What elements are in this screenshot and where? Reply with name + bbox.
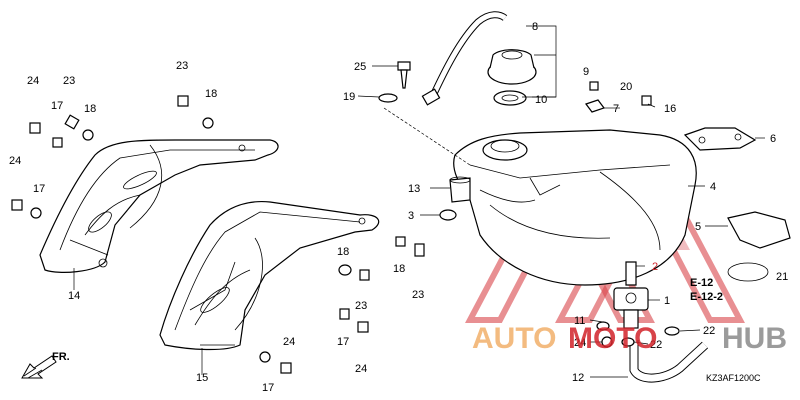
rubber-part-5 bbox=[727, 211, 791, 249]
fuel-tank-part-4 bbox=[453, 129, 697, 286]
label-7: 7 bbox=[613, 103, 619, 115]
label-17-a: 17 bbox=[51, 100, 63, 112]
left-shroud-part-14 bbox=[39, 139, 279, 273]
fuel-cock-part-1 bbox=[613, 287, 649, 329]
leader-lines bbox=[73, 25, 765, 378]
label-19: 19 bbox=[343, 91, 355, 103]
label-17-b: 17 bbox=[33, 183, 45, 195]
label-22-a: 22 bbox=[650, 339, 662, 351]
label-24-b: 24 bbox=[9, 155, 21, 167]
washer-part-19 bbox=[378, 93, 398, 103]
bracket-part-6 bbox=[683, 127, 757, 151]
label-17-c: 17 bbox=[337, 336, 349, 348]
label-4: 4 bbox=[710, 181, 716, 193]
ref-e12: E-12 bbox=[690, 277, 713, 289]
bracket-part-7 bbox=[585, 99, 605, 113]
label-24-a: 24 bbox=[27, 75, 39, 87]
label-12: 12 bbox=[572, 372, 584, 384]
label-8: 8 bbox=[532, 21, 538, 33]
label-23-a: 23 bbox=[63, 75, 75, 87]
watermark-hub: HUB bbox=[722, 322, 787, 355]
label-23-c: 23 bbox=[412, 289, 424, 301]
label-11: 11 bbox=[574, 315, 585, 327]
label-22-b: 22 bbox=[703, 325, 715, 337]
label-23-b: 23 bbox=[176, 60, 188, 72]
label-16: 16 bbox=[664, 103, 676, 115]
label-15: 15 bbox=[196, 372, 208, 384]
bolt-part-20 bbox=[641, 95, 652, 106]
label-14: 14 bbox=[68, 290, 80, 302]
direction-label: FR. bbox=[52, 351, 70, 363]
label-24-c: 24 bbox=[355, 363, 367, 375]
part-labels: 8 10 25 19 9 20 7 16 6 4 5 13 3 2 21 1 1… bbox=[9, 21, 788, 394]
fastener-set bbox=[11, 95, 680, 374]
label-20: 20 bbox=[620, 81, 632, 93]
label-25: 25 bbox=[354, 61, 366, 73]
label-21: 21 bbox=[776, 271, 788, 283]
label-2: 2 bbox=[652, 261, 658, 273]
bolt-part-9 bbox=[589, 81, 599, 91]
breather-tube bbox=[421, 11, 508, 106]
label-6: 6 bbox=[770, 133, 776, 145]
bolt-part-25 bbox=[397, 61, 411, 89]
fitting-part-13 bbox=[449, 176, 471, 203]
label-18-c: 18 bbox=[337, 246, 349, 258]
label-23-d: 23 bbox=[355, 300, 367, 312]
label-17-d: 17 bbox=[262, 382, 274, 394]
screen-part-2 bbox=[625, 261, 637, 286]
label-1: 1 bbox=[664, 295, 670, 307]
clip-part-21 bbox=[727, 262, 769, 282]
watermark-moto: MOTO bbox=[568, 322, 657, 355]
label-9: 9 bbox=[583, 66, 589, 78]
label-3: 3 bbox=[408, 210, 414, 222]
fuel-hose-part-12 bbox=[629, 340, 709, 383]
label-24-e: 24 bbox=[574, 337, 586, 349]
front-direction-arrow: FR. bbox=[21, 351, 70, 379]
watermark-auto: AUTO bbox=[472, 322, 556, 355]
label-24-d: 24 bbox=[283, 336, 295, 348]
diagram-code: KZ3AF1200C bbox=[706, 373, 761, 383]
label-5: 5 bbox=[695, 221, 701, 233]
label-18-a: 18 bbox=[84, 103, 96, 115]
watermark-text: AUTO MOTO HUB bbox=[472, 322, 787, 355]
fuel-cap-part-8 bbox=[487, 49, 537, 85]
right-shroud-part-15 bbox=[159, 201, 380, 351]
grommet-part-3 bbox=[439, 209, 457, 221]
label-10: 10 bbox=[535, 94, 547, 106]
label-18-d: 18 bbox=[393, 263, 405, 275]
ref-e12-2: E-12-2 bbox=[690, 291, 723, 303]
label-13: 13 bbox=[408, 183, 420, 195]
label-18-b: 18 bbox=[205, 88, 217, 100]
fuel-cap-ring-part-10 bbox=[493, 90, 527, 106]
